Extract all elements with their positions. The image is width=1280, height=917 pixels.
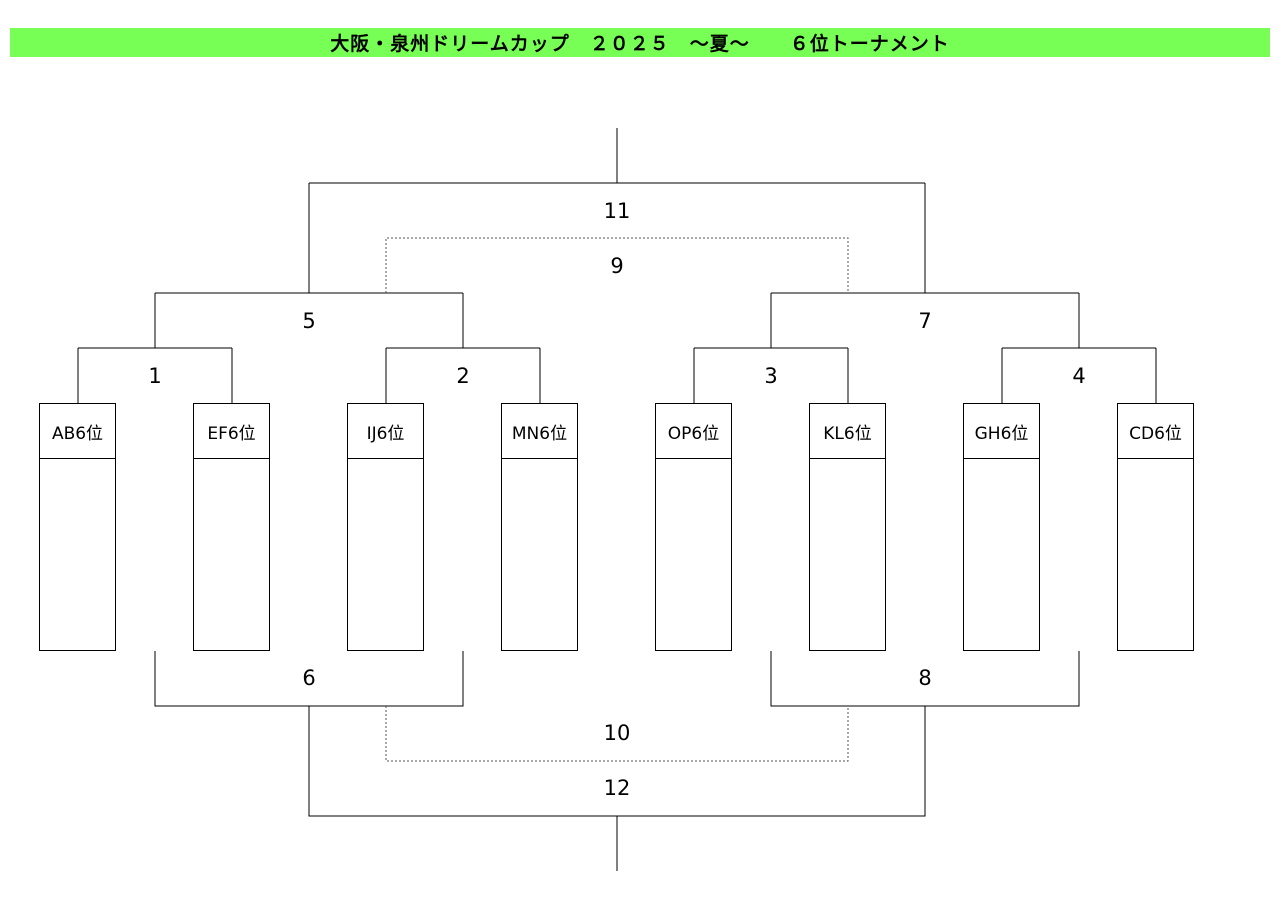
team-name: IJ6位: [348, 404, 423, 459]
team-name: CD6位: [1118, 404, 1193, 459]
team-box-ij: IJ6位: [347, 403, 424, 651]
bracket-line-5: [154, 292, 464, 348]
team-name: AB6位: [40, 404, 115, 459]
match-number-2: 2: [456, 364, 470, 388]
match-number-6: 6: [302, 666, 316, 690]
team-slot: [502, 459, 577, 651]
team-box-gh: GH6位: [963, 403, 1040, 651]
team-name: MN6位: [502, 404, 577, 459]
bracket-line-2: [385, 347, 541, 403]
team-name: EF6位: [194, 404, 269, 459]
team-name: GH6位: [964, 404, 1039, 459]
bracket-line-11: [308, 128, 926, 293]
bracket-line-12: [308, 706, 926, 871]
match-number-9: 9: [610, 254, 624, 278]
bracket-line-4: [1001, 347, 1157, 403]
team-slot: [964, 459, 1039, 651]
team-slot: [1118, 459, 1193, 651]
bracket-line-9: [385, 237, 849, 293]
match-number-3: 3: [764, 364, 778, 388]
match-number-5: 5: [302, 309, 316, 333]
bracket-line-1: [77, 347, 233, 403]
bracket-line-3: [693, 347, 849, 403]
team-name: KL6位: [810, 404, 885, 459]
match-number-10: 10: [603, 721, 631, 745]
team-slot: [348, 459, 423, 651]
team-box-ab: AB6位: [39, 403, 116, 651]
match-number-8: 8: [918, 666, 932, 690]
team-slot: [810, 459, 885, 651]
match-number-7: 7: [918, 309, 932, 333]
match-number-1: 1: [148, 364, 162, 388]
team-slot: [194, 459, 269, 651]
team-name: OP6位: [656, 404, 731, 459]
team-box-kl: KL6位: [809, 403, 886, 651]
bracket-line-7: [770, 292, 1080, 348]
team-slot: [656, 459, 731, 651]
team-box-ef: EF6位: [193, 403, 270, 651]
match-number-4: 4: [1072, 364, 1086, 388]
match-number-12: 12: [603, 776, 631, 800]
bracket-line-10: [385, 706, 849, 762]
tournament-title: 大阪・泉州ドリームカップ ２０２５ ～夏～ ６位トーナメント: [10, 28, 1270, 57]
team-box-cd: CD6位: [1117, 403, 1194, 651]
team-box-mn: MN6位: [501, 403, 578, 651]
team-box-op: OP6位: [655, 403, 732, 651]
team-slot: [40, 459, 115, 651]
match-number-11: 11: [603, 199, 631, 223]
